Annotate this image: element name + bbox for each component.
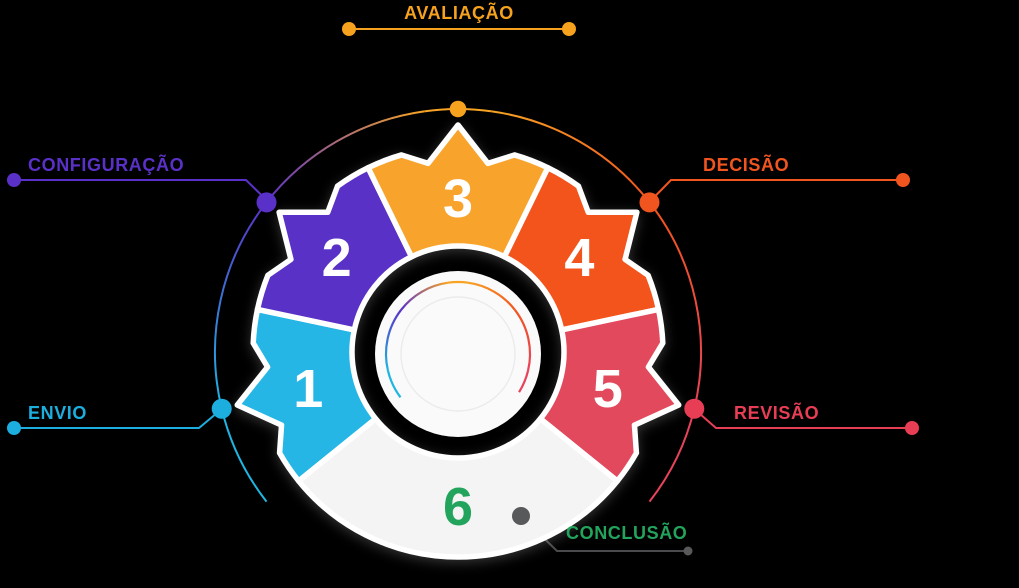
segment-number-2: 2 bbox=[322, 228, 352, 288]
connector-ring-arc bbox=[220, 408, 268, 503]
segment-number-1: 1 bbox=[293, 359, 323, 419]
wheel-segment-6 bbox=[295, 415, 621, 560]
ring-dot-revisao bbox=[684, 398, 705, 419]
center-disc bbox=[375, 271, 541, 437]
wheel-center bbox=[375, 271, 541, 437]
leader-end-dot-decisao bbox=[896, 173, 910, 187]
segment-number-3: 3 bbox=[443, 169, 473, 229]
leader-end-dot-avaliacao bbox=[342, 22, 356, 36]
callout-label-conclusao: CONCLUSÃO bbox=[566, 523, 688, 543]
leader-line-envio bbox=[14, 408, 223, 429]
center-ring-arc bbox=[384, 308, 403, 372]
callout-label-revisao: REVISÃO bbox=[734, 403, 820, 423]
leader-end-dot-avaliacao bbox=[562, 22, 576, 36]
ring-dot-envio bbox=[211, 398, 232, 419]
ring-dot-configuracao bbox=[256, 192, 277, 213]
leader-end-dot-configuracao bbox=[7, 173, 21, 187]
connector-ring-arc bbox=[491, 110, 651, 204]
callout-label-decisao: DECISÃO bbox=[703, 155, 790, 175]
connector-ring-arc bbox=[648, 408, 696, 503]
connector-ring-arc bbox=[648, 201, 702, 409]
callout-label-configuracao: CONFIGURAÇÃO bbox=[28, 155, 185, 175]
ring-dot-conclusao bbox=[512, 507, 530, 525]
center-disc-inner-circle bbox=[400, 296, 516, 412]
segment-number-5: 5 bbox=[593, 359, 623, 419]
center-ring-arc bbox=[518, 370, 530, 393]
center-ring-arc bbox=[513, 308, 532, 372]
segment-number-4: 4 bbox=[564, 228, 594, 288]
leader-line-decisao bbox=[648, 179, 903, 203]
ring-dot-avaliacao bbox=[449, 100, 467, 118]
leader-end-dot-envio bbox=[7, 421, 21, 435]
leader-end-dot-revisao bbox=[905, 421, 919, 435]
connector-ring-arc bbox=[265, 110, 425, 204]
ring-dot-decisao bbox=[639, 192, 660, 213]
center-ring-arc bbox=[467, 281, 516, 311]
connector-ring-arc bbox=[214, 201, 268, 409]
center-ring-arc bbox=[386, 370, 402, 398]
leader-line-configuracao bbox=[14, 179, 268, 201]
center-ring-arc bbox=[400, 281, 449, 311]
segment-number-6: 6 bbox=[443, 477, 473, 537]
callout-label-envio: ENVIO bbox=[28, 403, 88, 423]
wheel-segment-5 bbox=[537, 306, 682, 484]
wheel-segment-1 bbox=[234, 306, 379, 484]
leader-end-dot-conclusao bbox=[683, 546, 693, 556]
center-ring-arc bbox=[447, 280, 469, 284]
connector-dots bbox=[7, 22, 919, 556]
segmented-wheel: 1 2 3 4 5 6 bbox=[234, 122, 682, 560]
callout-label-avaliacao: AVALIAÇÃO bbox=[404, 3, 514, 23]
